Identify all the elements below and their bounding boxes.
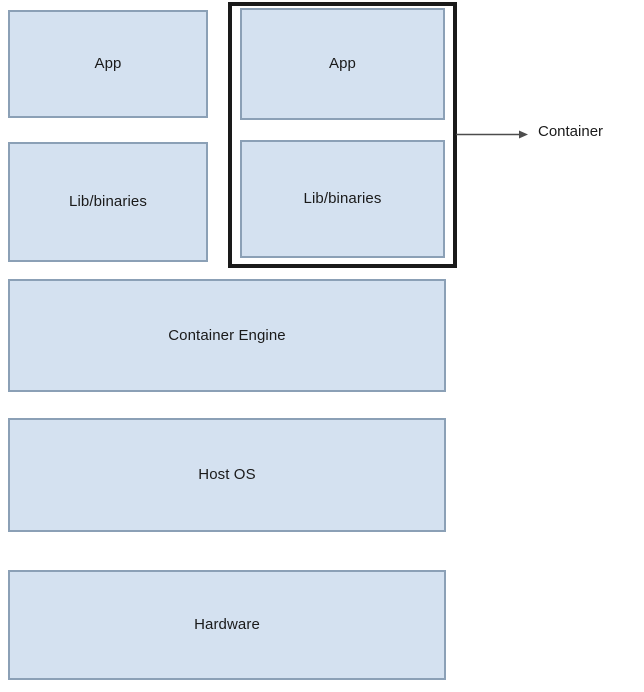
box-hardware[interactable]: Hardware	[8, 570, 446, 680]
box-app-left[interactable]: App	[8, 10, 208, 118]
arrow-right-icon	[456, 130, 528, 139]
container-annotation: Container	[456, 120, 644, 150]
box-app-in-container[interactable]: App	[240, 8, 445, 120]
box-label: Container Engine	[168, 326, 286, 344]
box-label: Host OS	[198, 466, 256, 483]
box-container-engine[interactable]: Container Engine	[8, 279, 446, 392]
box-label: Hardware	[194, 616, 260, 633]
box-label: App	[94, 55, 122, 72]
box-host-os[interactable]: Host OS	[8, 418, 446, 532]
box-label: Lib/binaries	[303, 190, 382, 207]
box-lib-binaries-in-container[interactable]: Lib/binaries	[240, 140, 445, 258]
box-label: App	[329, 55, 356, 72]
container-annotation-label: Container	[538, 123, 604, 140]
box-label: Lib/binaries	[69, 193, 147, 210]
box-lib-binaries-left[interactable]: Lib/binaries	[8, 142, 208, 262]
